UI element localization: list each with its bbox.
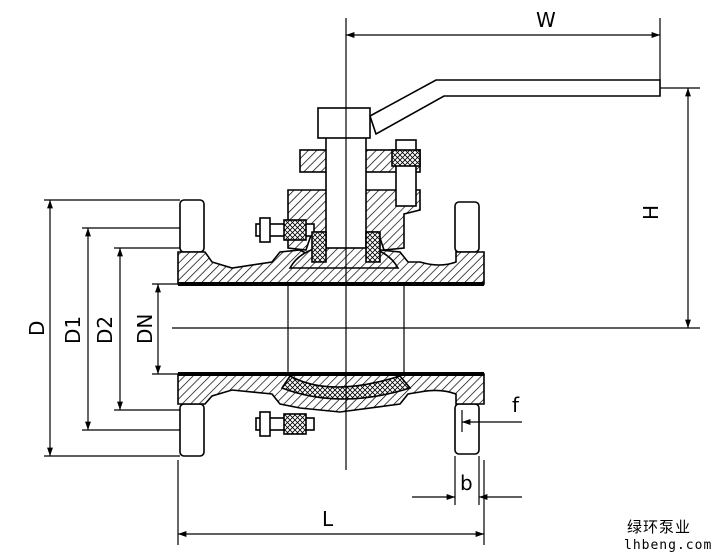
dim-label-dn: DN [133,314,157,344]
valve-body-lower [177,372,485,457]
dim-label-h: H [639,205,663,220]
bore-lines [172,18,700,470]
dim-label-w: W [536,8,556,32]
bonnet-assembly [255,79,661,263]
dimension-labels: W H D D1 D2 DN L f b [25,8,663,531]
dim-label-b: b [460,471,473,495]
dim-label-d2: D2 [93,316,117,344]
dimension-lines [44,18,700,545]
watermark-cn: 绿环泵业 [627,518,691,536]
dim-label-l: L [322,507,334,531]
dim-label-d1: D1 [61,316,85,344]
dim-label-f: f [512,393,520,417]
watermark: 绿环泵业 lhbeng.com [624,518,712,553]
dim-label-d: D [25,321,49,336]
watermark-url: lhbeng.com [624,538,712,553]
